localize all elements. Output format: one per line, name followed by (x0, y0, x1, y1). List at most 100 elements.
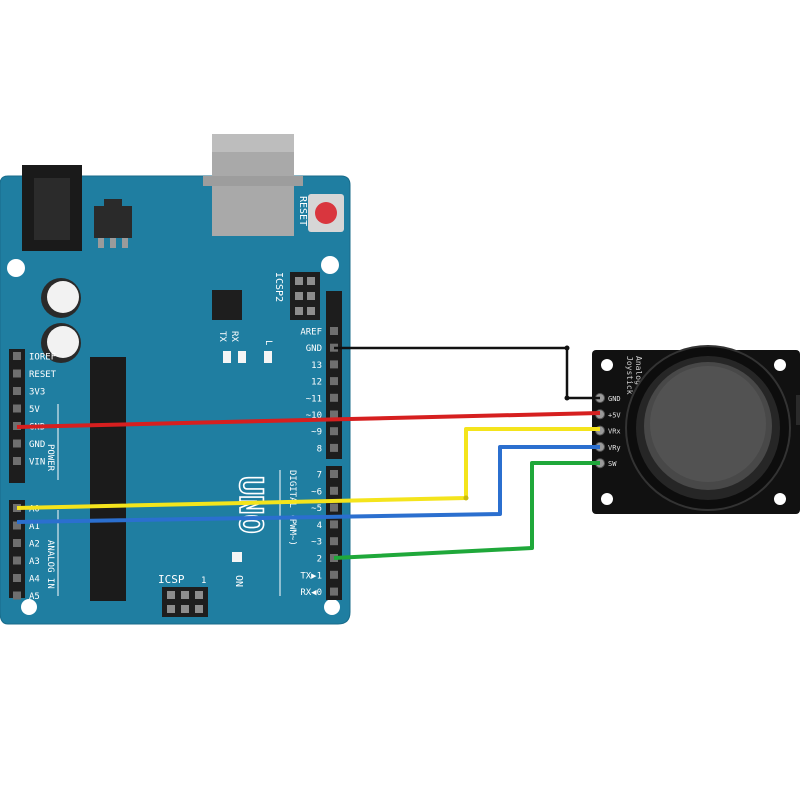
rx-led (238, 351, 246, 363)
analog-pin-a3[interactable] (13, 556, 21, 565)
analog-pin-a4[interactable] (13, 574, 21, 582)
joystick-title-line2: Joystick (625, 356, 634, 395)
arduino-uno-board: RESET ICSP2 TX RX L UNO ON ICSP 1 (0, 134, 351, 625)
mounting-hole (21, 599, 37, 615)
mounting-hole (324, 599, 340, 615)
joystick-pin-label-vry: VRy (608, 444, 621, 452)
digital-group-label: DIGITAL (PWM~) (287, 470, 297, 546)
usb-connector-flange (203, 176, 303, 186)
digital-pin-label-tx1: TX▶1 (300, 571, 322, 581)
rx-label: RX (229, 331, 239, 342)
icsp2-label: ICSP2 (273, 272, 284, 302)
power-pin-label-3v3: 3V3 (29, 388, 45, 398)
power-pin-label-gnd: GND (29, 440, 45, 450)
tx-led (223, 351, 231, 363)
capacitor-top (47, 281, 79, 313)
voltage-regulator (94, 206, 132, 238)
atmega-microcontroller (90, 357, 126, 601)
digital-pin-label-7: 7 (317, 471, 322, 481)
module-mounting-hole (601, 359, 613, 371)
arduino-pcb (0, 175, 351, 625)
digital-pin-6[interactable] (330, 486, 338, 495)
digital-pin-label-aref: AREF (300, 328, 322, 338)
power-group-label: POWER (45, 444, 55, 472)
power-pin-label-reset: RESET (29, 370, 57, 380)
power-pin-ioref[interactable] (13, 352, 21, 360)
analog-group-label: ANALOG IN (45, 540, 55, 589)
power-pin-label-vin: VIN (29, 458, 45, 468)
analog-pin-label-a2: A2 (29, 540, 40, 550)
digital-pin-label-9: ~9 (311, 428, 322, 438)
digital-pin-label-5: ~5 (311, 504, 322, 514)
digital-pin-label-gnd: GND (306, 344, 322, 354)
icsp-pin1-label: 1 (201, 576, 206, 586)
on-led (232, 552, 242, 562)
digital-pin-label-6: ~6 (311, 487, 322, 497)
joystick-pin-label-5v: +5V (608, 411, 621, 419)
analog-pin-a2[interactable] (13, 539, 21, 547)
regulator-tab (104, 199, 122, 207)
analog-pin-a1[interactable] (13, 521, 21, 530)
dc-power-jack-inner (34, 178, 70, 240)
digital-pin-label-13: 13 (311, 361, 322, 371)
analog-header (9, 500, 25, 598)
on-label: ON (233, 575, 244, 587)
power-pin-5v[interactable] (13, 404, 21, 413)
digital-pin-label-3: ~3 (311, 538, 322, 548)
reset-button-cap[interactable] (315, 202, 337, 224)
analog-pin-label-a1: A1 (29, 522, 40, 532)
digital-pin-3[interactable] (330, 537, 338, 546)
joystick-title-line1: Analog (634, 356, 643, 385)
wire-vry (16, 445, 600, 524)
digital-pin-10[interactable] (330, 410, 338, 419)
joystick-pin-label-sw: SW (608, 460, 617, 468)
digital-pin-label-8: 8 (317, 444, 322, 454)
analog-pin-label-a5: A5 (29, 592, 40, 602)
digital-pin-7[interactable] (330, 470, 338, 478)
digital-pin-label-rx0: RX◀0 (300, 588, 322, 598)
digital-pin-4[interactable] (330, 520, 338, 529)
analog-pin-a5[interactable] (13, 591, 21, 600)
power-pin-gnd[interactable] (13, 439, 21, 448)
icsp-pins (167, 591, 203, 613)
usb-connector-top (212, 134, 294, 152)
digital-pin-rx0[interactable] (330, 587, 338, 596)
digital-pin-5[interactable] (330, 503, 338, 512)
power-pin-3v3[interactable] (13, 387, 21, 395)
icsp2-header (290, 272, 320, 320)
wire-junctions (463, 345, 570, 501)
l-led (264, 351, 272, 363)
usb-interface-chip (212, 290, 242, 320)
digital-pin-tx1[interactable] (330, 570, 338, 579)
power-pin-label-5v: 5V (29, 405, 40, 415)
power-pin-label-ioref: IOREF (29, 353, 56, 363)
module-mounting-hole (774, 493, 786, 505)
digital-pin-8[interactable] (330, 443, 338, 452)
digital-pin-13[interactable] (330, 360, 338, 369)
icsp2-pins (295, 277, 315, 315)
digital-pin-label-4: 4 (317, 521, 322, 531)
analog-pin-label-a3: A3 (29, 557, 40, 567)
wire-vrx (16, 427, 600, 510)
gnd-wire-junction (564, 395, 570, 401)
joystick-pin-label-gnd: GND (608, 395, 621, 403)
regulator-leg (98, 238, 104, 248)
digital-pin-aref[interactable] (330, 327, 338, 335)
digital-pin-9[interactable] (330, 427, 338, 436)
power-pin-reset[interactable] (13, 369, 21, 378)
joystick-side-switch (796, 395, 800, 425)
joystick-knob-top[interactable] (650, 366, 766, 482)
digital-pin-label-2: 2 (317, 555, 322, 565)
digital-pin-label-11: ~11 (306, 394, 322, 404)
wire-sw (333, 461, 600, 560)
module-mounting-hole (774, 359, 786, 371)
digital-pin-11[interactable] (330, 393, 338, 402)
gnd-wire-junction (564, 345, 570, 351)
vrx-wire-junction (463, 495, 469, 501)
digital-pin-12[interactable] (330, 377, 338, 386)
power-pin-vin[interactable] (13, 457, 21, 465)
module-mounting-hole (601, 493, 613, 505)
